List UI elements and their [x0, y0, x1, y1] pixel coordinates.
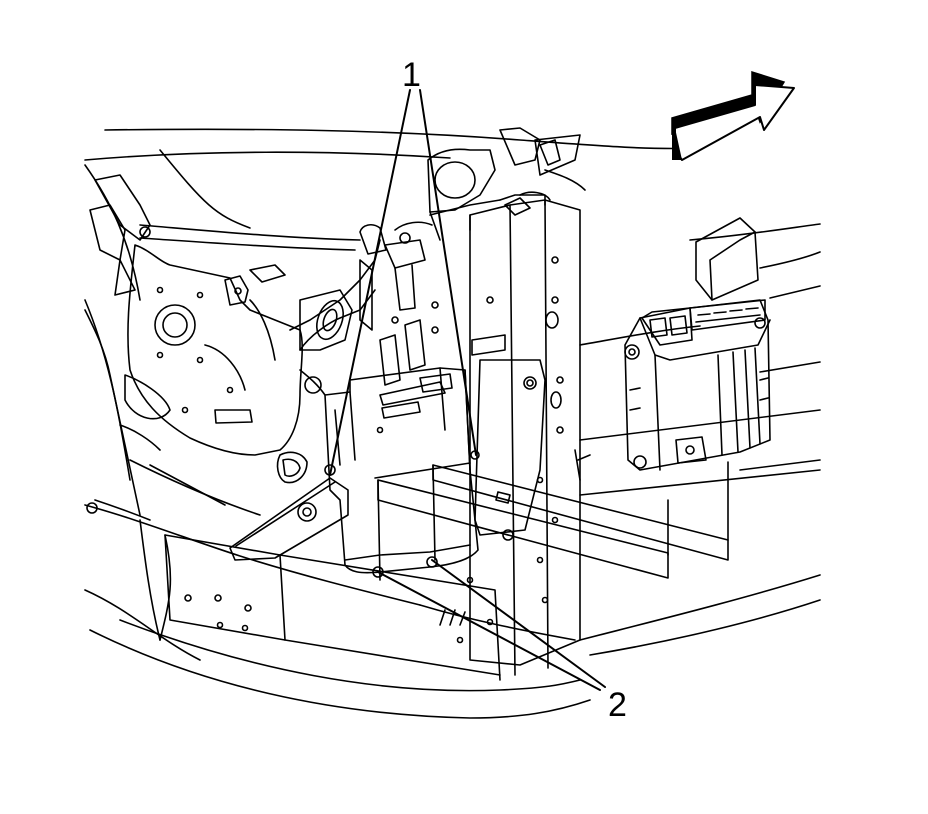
access-cover — [695, 217, 759, 301]
lower-front-panel — [159, 534, 501, 681]
engine-control-module — [624, 299, 771, 471]
upper-tie-bar — [89, 174, 387, 296]
floor-panel-lines — [579, 223, 821, 656]
fender-inner-panel — [84, 309, 261, 641]
callout-label-2: 2 — [608, 686, 627, 724]
vertical-rail — [469, 191, 591, 676]
direction-arrow-icon — [671, 70, 795, 161]
body-structure-center — [289, 127, 586, 434]
fender-outline — [84, 128, 701, 719]
callout-1-leaders — [329, 89, 477, 476]
shield-plate-1 — [377, 479, 669, 581]
radiator-support-bracket — [124, 244, 304, 456]
shield-plate-2 — [432, 461, 729, 561]
callout-label-1: 1 — [402, 56, 421, 94]
module-bracket — [324, 367, 480, 578]
callout-2-leaders — [377, 559, 606, 691]
lower-brace-arm — [229, 451, 349, 561]
